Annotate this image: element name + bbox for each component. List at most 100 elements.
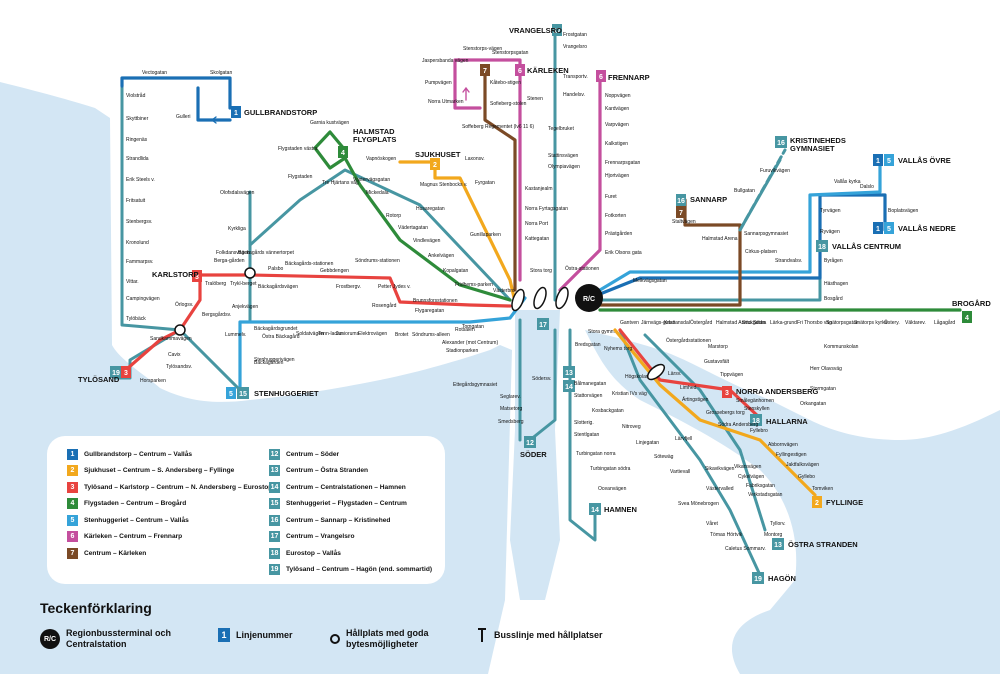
stop-flygstaden[interactable]: Flygstaden [288,174,313,180]
stop-violstrad[interactable]: Violstråd [126,92,146,99]
stop-vectogatan[interactable]: Vectogatan [142,70,167,76]
stop-vapnoskogen[interactable]: Vapnöskogen [366,156,396,162]
stop-backagarden[interactable]: Bäckagården [254,359,284,366]
stop-larvfjell[interactable]: Lärvfjell [675,436,692,442]
stop-petter-jydes[interactable]: Petter Jydes v. [378,284,411,290]
stop-fabriksgatan[interactable]: Fabriksgatan [746,483,775,489]
stop-tylosbo[interactable]: Tylöbäck [126,316,146,322]
stop-sannarp-gym[interactable]: Sannarpsgymnasiet [744,231,789,237]
stop-orkangatan[interactable]: Orkangatan [800,401,826,407]
stop-kaolstigen[interactable]: Kalkstigen [605,141,628,147]
stop-fammarpsv[interactable]: Fammarpsv. [126,259,153,265]
stop-elektroavagen[interactable]: Elektrovägen [358,331,387,337]
stop-tippvagen[interactable]: Tippvägen [720,372,743,378]
stop-slotterig[interactable]: Slotterig. [574,420,594,426]
stop-flygaregatan[interactable]: Flygaregatan [415,308,444,314]
stop-alexander-c[interactable]: Alexander (mot Centrum) [442,340,498,346]
stop-erik-olsons[interactable]: Erik Olsons gata [605,250,642,256]
stop-kastanjealm[interactable]: Kastanjealm [525,186,553,192]
stop-gyllebo[interactable]: Gyllebo [798,474,815,480]
stop-vrangeisr[interactable]: Vrangelsro [563,44,587,50]
stop-kattvik[interactable]: Kåtebo-stigen [490,79,521,86]
stop-juniorumsv[interactable]: Juniorums [336,331,360,337]
stop-folkdans[interactable]: Folkdansvägen [216,250,250,256]
stop-gulleri[interactable]: Gulleri [176,114,190,120]
stop-storregatan[interactable]: Stormgatan [810,386,836,392]
stop-soldatvagen[interactable]: Soldatvägen [296,331,324,337]
stop-trakleb[interactable]: Tralöberg [205,281,226,287]
stop-montorg[interactable]: Montorg [764,532,783,538]
stop-husaregatan[interactable]: Husaregatan [416,206,445,212]
stop-erik-steels[interactable]: Erik Steels v. [126,177,155,183]
stop-guneratorpen[interactable]: Gunillaparken [470,232,501,238]
stop-bredsgatan[interactable]: Bredsgatan [575,342,601,348]
stop-ostergard[interactable]: Östergård [690,319,712,326]
stop-frostbergv[interactable]: Frostbergv. [336,284,361,290]
stop-olympiavagen[interactable]: Olympiavägen [548,164,580,170]
stop-sodra-andersberg[interactable]: Södra Andersberg [718,422,759,428]
stop-larkagrund[interactable]: Lärka-grund [770,320,797,326]
stop-bosgard[interactable]: Bosgård [824,295,843,302]
stop-stenen[interactable]: Stenen [527,96,543,102]
stop-sikaviken[interactable]: Sikavikvägen [705,466,735,472]
stop-tylforv[interactable]: Tyllorv. [770,521,785,527]
stop-fyrgatan[interactable]: Fyrgatan [475,180,495,186]
stop-vikarsvagen[interactable]: Vikarsvägen [734,464,762,470]
stop-artingstigen[interactable]: Ärtingstigen [682,396,709,403]
stop-cirkus[interactable]: Cirkus-platsen [745,249,777,255]
stop-marstorp[interactable]: Marstorp [708,344,728,350]
stop-kyrkliga[interactable]: Kyrkliga [228,226,246,232]
stop-tomgatan[interactable]: Tomgatan [462,324,484,330]
stop-kronolund[interactable]: Kronolund [126,240,149,246]
stop-sondrums-stat[interactable]: Söndrums-stationen [355,258,400,264]
stop-grossebergs-torg[interactable]: Grossebergs torg [706,410,745,416]
stop-stattorv[interactable]: Stattorvägen [574,393,603,399]
stop-horsaparken[interactable]: Horsparken [140,378,166,384]
stop-kardvagen[interactable]: Kardvägen [605,106,629,112]
stop-rotsalen[interactable]: Rotsalen [455,327,475,333]
stop-magnus[interactable]: Magnus Stenbocks v. [420,182,467,188]
stop-smedsberg[interactable]: Smedsberg [498,419,524,425]
stop-norra-port[interactable]: Norra Port [525,221,549,227]
stop-ostery[interactable]: Östery. [884,319,900,326]
stop-noppvagen[interactable]: Noppvägen [605,93,631,99]
stop-stationsgatan[interactable]: Staltvägen [672,219,696,225]
stop-rosengard[interactable]: Rosengård [372,302,397,309]
stop-fyllingestigen[interactable]: Fyllingestigen [776,452,807,458]
stop-norra-utmarken[interactable]: Norra Utmarken [428,99,464,105]
stop-kristianda[interactable]: Kristiansdal [664,320,690,326]
stop-anjekvagen[interactable]: Anjekvägen [232,304,258,310]
stop-kattegatan[interactable]: Kattegatan [525,236,549,242]
stop-nyhems-torg[interactable]: Nyhems torg [604,346,633,352]
stop-ringenas[interactable]: Ringenäs [126,137,148,143]
stop-boplatsvagen[interactable]: Boplatsvägen [888,208,919,214]
stop-norra-fyrtag[interactable]: Norra Fyrtagsgatan [525,206,568,212]
stop-stenstorp[interactable]: Stenstorps-vägen [463,46,502,52]
stop-smaleganhornen[interactable]: Smålegänhornen [736,397,774,404]
stop-garnia[interactable]: Garnia kustvägen [310,120,349,126]
stop-herr-olavs[interactable]: Herr Olavsväg [810,366,842,372]
stop-sofieberg[interactable]: Sofieberg-stolen [490,101,527,107]
stop-brunnsforsberg[interactable]: Brunnsforsstationen [413,298,458,304]
stop-olofsdals[interactable]: Olofsdalsvägen [220,190,255,196]
stop-gustavsfalt[interactable]: Gustavsfält [704,359,730,365]
stop-stenskyllen[interactable]: Stenskyllen [744,406,770,412]
stop-sodersv[interactable]: Södersv. [532,376,551,382]
stop-verkstadsgatan[interactable]: Verkstadsgatan [748,492,783,498]
stop-tomviken[interactable]: Tomviken [812,486,833,492]
stop-hjortvagen[interactable]: Hjortvägen [605,173,629,179]
stop-linjegatan[interactable]: Linjegatan [636,440,659,446]
stop-hasthagen[interactable]: Hästhagen [824,281,848,287]
stop-halmstad-arena[interactable]: Halmstad Arena [702,236,738,242]
stop-larsv[interactable]: Lärsv. [668,371,681,377]
stop-caletus[interactable]: Caletus Sommarv. [725,546,766,552]
stop-ryvagen[interactable]: Ryvägen [820,229,840,235]
stop-berga[interactable]: Berga-gården [214,257,245,264]
stop-vartievall[interactable]: Vartievall [670,469,690,475]
stop-snatorps-kyrka[interactable]: Snätorps kyrka [854,320,888,326]
stop-stickgatan[interactable]: Stickgatan [742,320,766,326]
stop-orlogsv[interactable]: Örlogsv. [175,301,193,308]
stop-strandvalsv[interactable]: Strandvalsv. [775,258,802,264]
stop-turbingatan-n[interactable]: Turbingatan norra [576,451,616,457]
stop-tyrvagen[interactable]: Tyrvägen [820,208,841,214]
